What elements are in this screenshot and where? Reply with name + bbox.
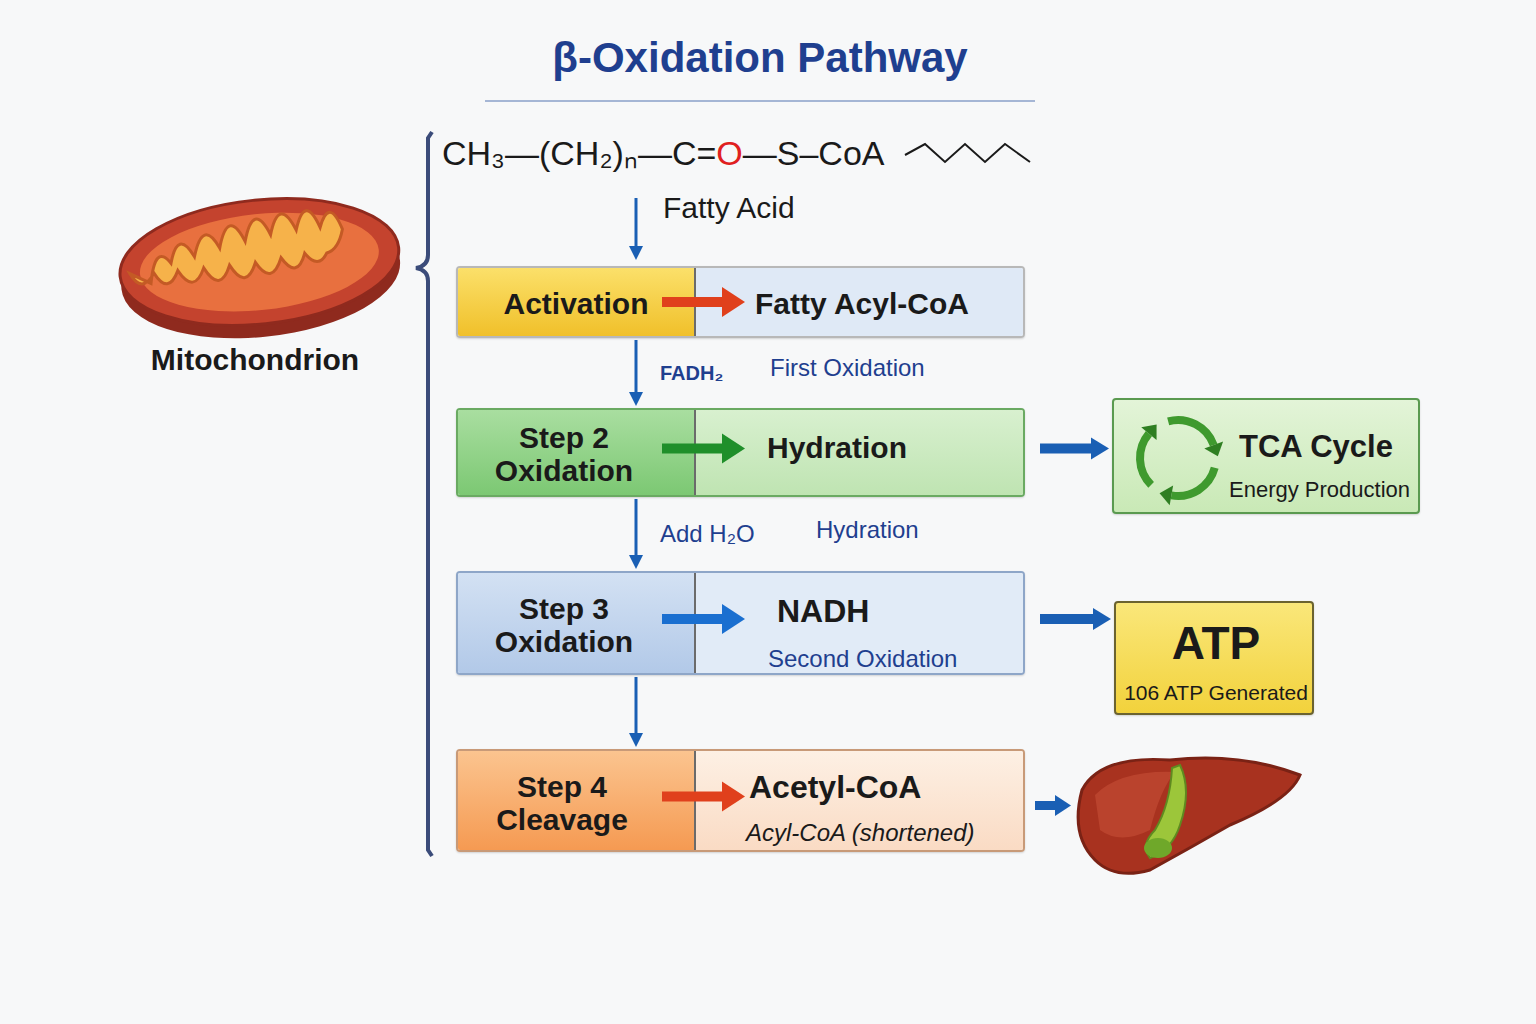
connector [1040,608,1111,630]
arrowhead [1093,608,1111,630]
cycle-arc [1140,434,1151,485]
process-row: Step 4 Cleavage Acetyl-CoA Acyl-CoA (short… [456,749,1025,852]
node-heading: Step 3 Oxidation [477,592,652,658]
annotation-label: Hydration [816,516,919,544]
arrow-head [722,434,745,464]
cycle-arrowhead [1204,442,1223,457]
arrowhead [1091,438,1109,460]
arrow-shaft [662,444,724,454]
cycle-box: TCA CycleEnergy Production [1112,398,1420,514]
arrow-shaft [662,792,724,802]
connector-line [635,677,638,735]
process-row: Step 3 Oxidation NADH Second Oxidation [456,571,1025,675]
process-row: Step 2 Oxidation Hydration [456,408,1025,497]
node-text: Fatty Acyl-CoA [755,287,969,321]
cycle-icon [1114,400,1234,514]
arrowhead [629,733,643,747]
node-heading: Activation [503,287,648,321]
diagram-title: β-Oxidation Pathway [552,34,967,82]
connector-line [635,499,638,557]
connector-line [1040,444,1094,454]
connector [629,499,643,569]
arrow-head [722,782,745,812]
annotation-label: First Oxidation [770,354,925,382]
connector [629,340,643,406]
node-text: Second Oxidation [768,645,957,673]
flow-arrow [629,198,643,260]
formula-part: O [716,134,742,172]
connector-line [1040,614,1096,624]
connector [1040,438,1109,460]
node-heading: TCA Cycle [1239,429,1393,465]
cycle-arrowhead [1160,486,1174,506]
arrow-shaft [662,297,724,307]
connector-line [635,340,638,394]
node-heading: ATP [1172,616,1261,670]
formula-part: —S–CoA [743,134,885,172]
node-text: 106 ATP Generated [1124,681,1308,705]
arrowhead [629,555,643,569]
mitochondrion-illustration [114,186,407,352]
node-text: Energy Production [1229,477,1410,503]
arrowhead [629,392,643,406]
cycle-arc [1168,420,1214,445]
chemical-formula: CH₃—(CH₂)ₙ—C=O—S–CoA [442,129,885,175]
node-heading: Step 4 Cleavage [475,770,650,836]
formula-part: CH₃—(CH₂)ₙ—C= [442,134,716,172]
annotation-label: Mitochondrion [151,343,359,377]
node-heading: Step 2 Oxidation [477,421,652,487]
output-box: ATP 106 ATP Generated [1114,601,1314,715]
arrow-shaft [662,614,724,624]
process-row: Activation Fatty Acyl-CoA [456,266,1025,338]
cycle-arrowhead [1141,424,1156,440]
liver-arrow [1035,795,1071,816]
liver-illustration [1078,758,1300,873]
bracket [416,132,432,856]
node-text: Hydration [767,431,907,465]
arrow-head [722,604,745,634]
connector [629,677,643,747]
edge-label: FADH₂ [660,362,723,385]
edge-label: Add H₂O [660,520,755,548]
node-text: Acyl-CoA (shortened) [746,819,975,847]
cycle-arc [1171,468,1214,496]
annotation-label: Fatty Acid [663,191,795,225]
chain-zigzag [905,144,1030,162]
arrow-head [722,287,745,317]
node-text: Acetyl-CoA [749,769,921,806]
title-rule [485,100,1035,102]
node-text: NADH [777,593,869,630]
